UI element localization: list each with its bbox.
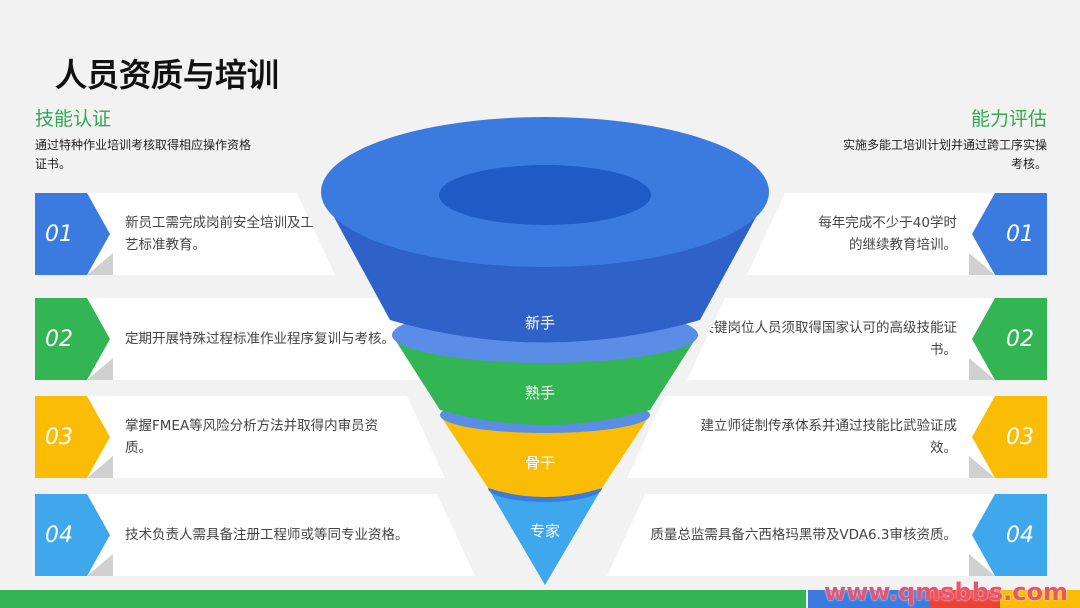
funnel-label-senior: 骨干 (525, 454, 555, 472)
right-heading: 能力评估 (970, 108, 1047, 130)
footer-bar-blue (808, 590, 930, 608)
funnel-label-novice: 新手 (525, 314, 555, 332)
card-text: 关键岗位人员须取得国家认可的高级技能证书。 (700, 320, 958, 358)
funnel-label-expert: 专家 (530, 522, 560, 540)
footer-bar-green (0, 590, 806, 608)
funnel-tier-expert (488, 488, 602, 585)
watermark: www.qmsbbs.com (823, 578, 1068, 606)
card-text: 掌握FMEA等风险分析方法并取得内审员资质。 (125, 418, 379, 456)
funnel-label-skilled: 熟手 (525, 384, 555, 402)
card-text: 质量总监需具备六西格玛黑带及VDA6.3审核资质。 (650, 527, 957, 543)
card-text: 定期开展特殊过程标准作业程序复训与考核。 (125, 331, 395, 347)
card-text: 每年完成不少于40学时的继续教育培训。 (818, 215, 957, 253)
card-text: 新员工需完成岗前安全培训及工艺标准教育。 (125, 215, 314, 253)
left-description: 通过特种作业培训考核取得相应操作资格证书。 (35, 138, 252, 171)
left-heading: 技能认证 (35, 108, 112, 130)
footer-bar-yellow (1000, 590, 1080, 608)
card-text: 技术负责人需具备注册工程师或等同专业资格。 (125, 527, 409, 543)
card-text: 建立师徒制传承体系并通过技能比武验证成效。 (700, 418, 958, 456)
right-description: 实施多能工培训计划并通过跨工序实操考核。 (842, 138, 1047, 171)
page-title: 人员资质与培训 (55, 56, 280, 94)
footer-bar-red (930, 590, 1000, 608)
funnel-tier-senior (440, 415, 650, 497)
